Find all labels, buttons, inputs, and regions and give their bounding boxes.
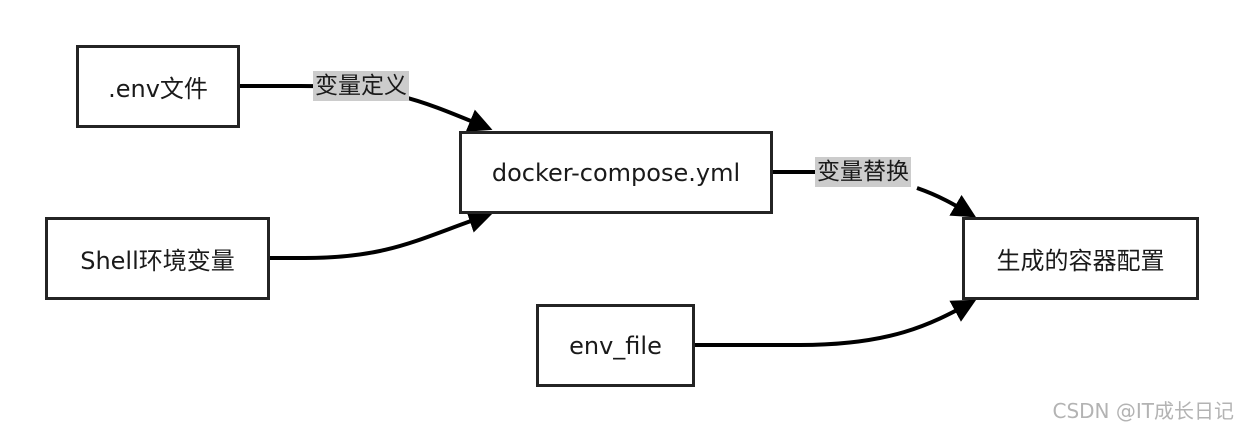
edge-label-variable-definition: 变量定义	[313, 71, 409, 101]
node-docker-compose: docker-compose.yml	[459, 131, 773, 214]
edge-envfile-to-result	[695, 299, 977, 347]
node-dotenv-file-label: .env文件	[108, 75, 208, 103]
node-env-file: env_file	[536, 304, 695, 387]
node-container-config-label: 生成的容器配置	[996, 247, 1165, 275]
edge-shell-to-compose	[270, 209, 493, 260]
node-shell-env: Shell环境变量	[45, 217, 270, 300]
node-docker-compose-label: docker-compose.yml	[491, 158, 741, 187]
watermark: CSDN @IT成长日记	[1052, 399, 1235, 423]
node-dotenv-file: .env文件	[76, 45, 240, 128]
edge-label-variable-substitution: 变量替换	[815, 157, 911, 187]
node-shell-env-label: Shell环境变量	[80, 247, 235, 275]
node-container-config: 生成的容器配置	[962, 217, 1199, 300]
edge-compose-to-result	[773, 170, 972, 215]
node-env-file-label: env_file	[569, 331, 662, 360]
